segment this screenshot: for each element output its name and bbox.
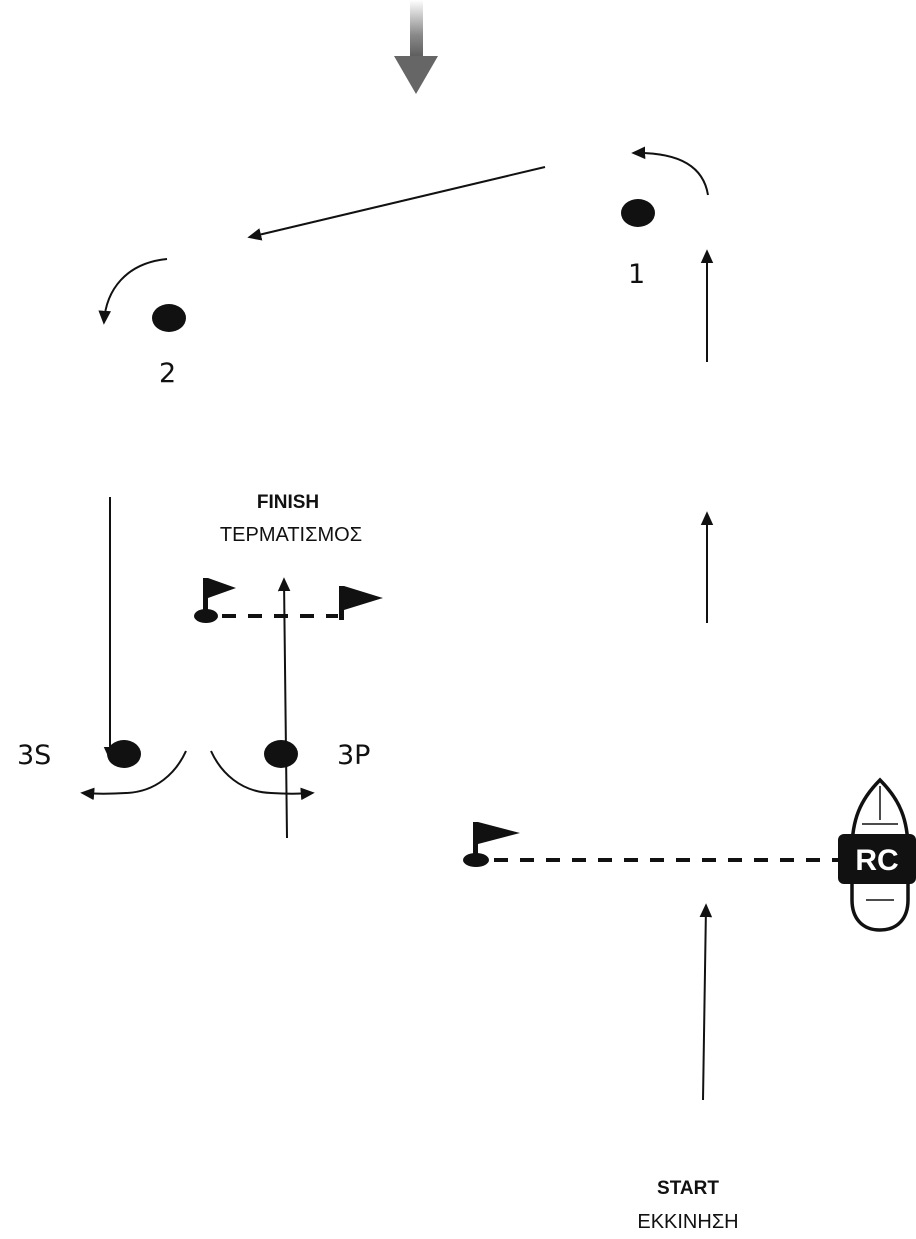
mark-3s-label: 3S [17, 740, 51, 771]
start-subtitle: ΕΚΚΙΝΗΣΗ [637, 1211, 738, 1233]
mark-3p-label: 3P [337, 740, 370, 771]
leg-arrow-reach [247, 166, 546, 241]
finish-subtitle: ΤΕΡΜΑΤΙΣΜΟΣ [220, 524, 362, 546]
committee-boat-icon: RC [838, 777, 916, 932]
leg-arrow-to-finish [277, 577, 291, 839]
mark-3s-buoy [107, 740, 141, 768]
finish-flag-right-icon [339, 586, 383, 620]
finish-line [194, 578, 383, 623]
mark-1-label: 1 [628, 259, 645, 290]
mark-3p-buoy [264, 740, 298, 768]
start-pin-flag-icon [463, 822, 520, 867]
mark-1-rounding-arrow [631, 146, 709, 196]
start-line [463, 822, 846, 867]
mark-1-buoy [621, 199, 655, 227]
mark-2-buoy [152, 304, 186, 332]
mark-2-label: 2 [159, 358, 176, 389]
finish-title: FINISH [257, 492, 319, 513]
start-title: START [657, 1178, 719, 1199]
committee-boat-label: RC [855, 844, 898, 877]
mark-3s-rounding-arrow [80, 750, 187, 801]
wind-direction-arrow-icon [394, 0, 438, 94]
mark-2-rounding-arrow [98, 258, 168, 325]
leg-arrow-beat-from-start [699, 903, 713, 1101]
mark-3p-rounding-arrow [210, 750, 315, 801]
finish-flag-left-icon [194, 578, 236, 623]
